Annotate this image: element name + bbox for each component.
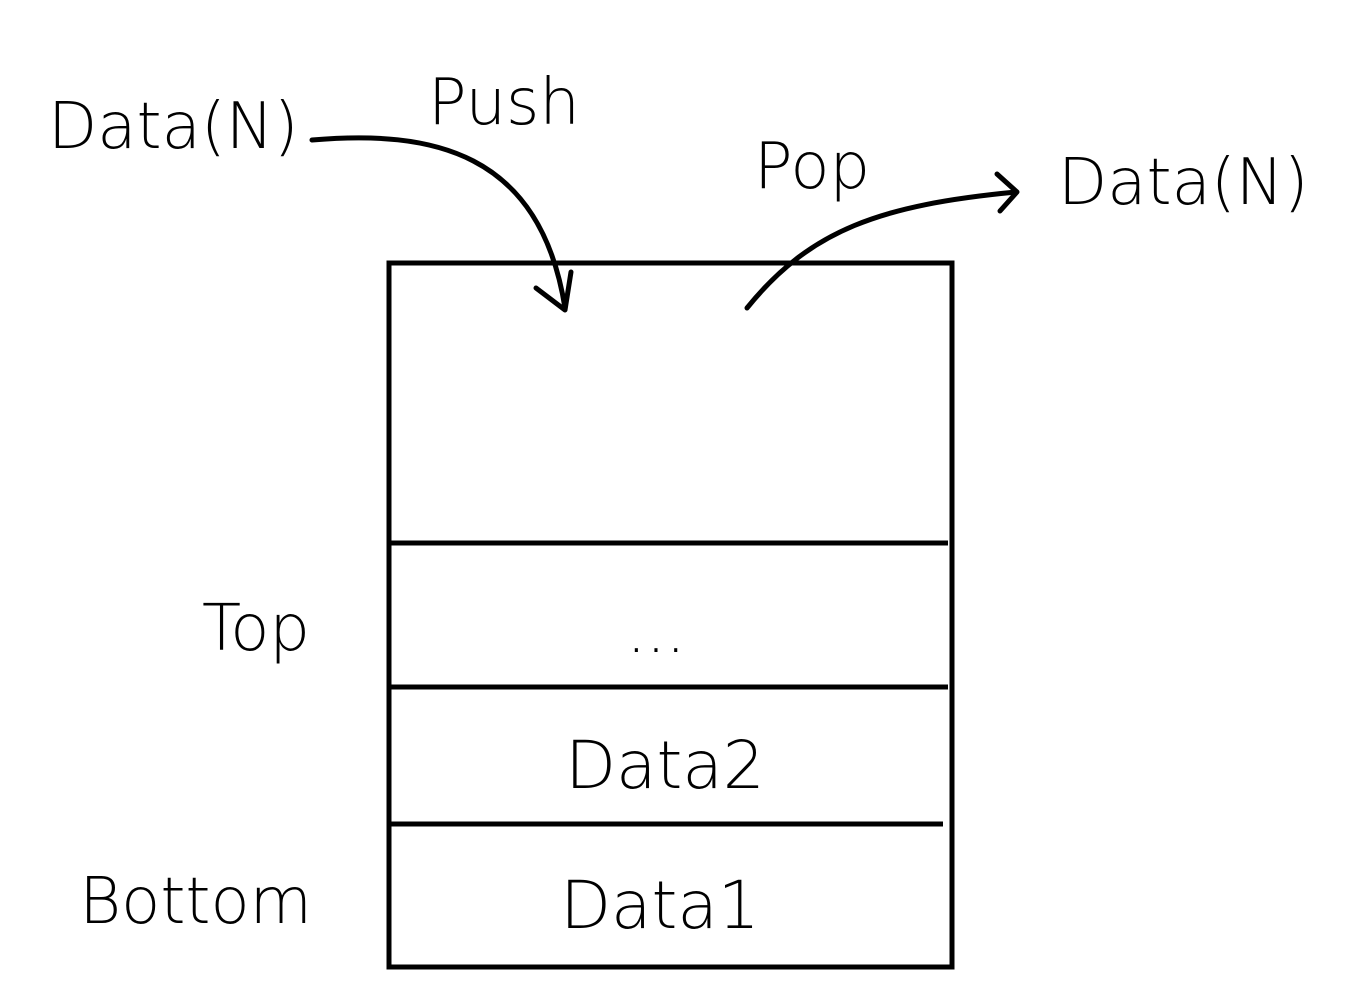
bottom-label: Bottom xyxy=(79,865,312,939)
push-arrowhead xyxy=(533,269,574,313)
push-label: Push xyxy=(428,66,580,140)
top-label: Top xyxy=(202,592,310,666)
stack-cell-data2: Data2 xyxy=(565,727,765,804)
push-input-label: Data(N) xyxy=(48,90,299,164)
push-arrow xyxy=(309,135,568,311)
stack-cell-data1: Data1 xyxy=(560,867,760,944)
pop-arrowhead xyxy=(994,171,1020,214)
pop-label: Pop xyxy=(754,130,870,204)
stack-cell-ellipsis: ... xyxy=(626,594,685,667)
pop-arrow xyxy=(744,189,1019,311)
stack-container xyxy=(386,260,955,970)
pop-output-label: Data(N) xyxy=(1058,146,1309,220)
